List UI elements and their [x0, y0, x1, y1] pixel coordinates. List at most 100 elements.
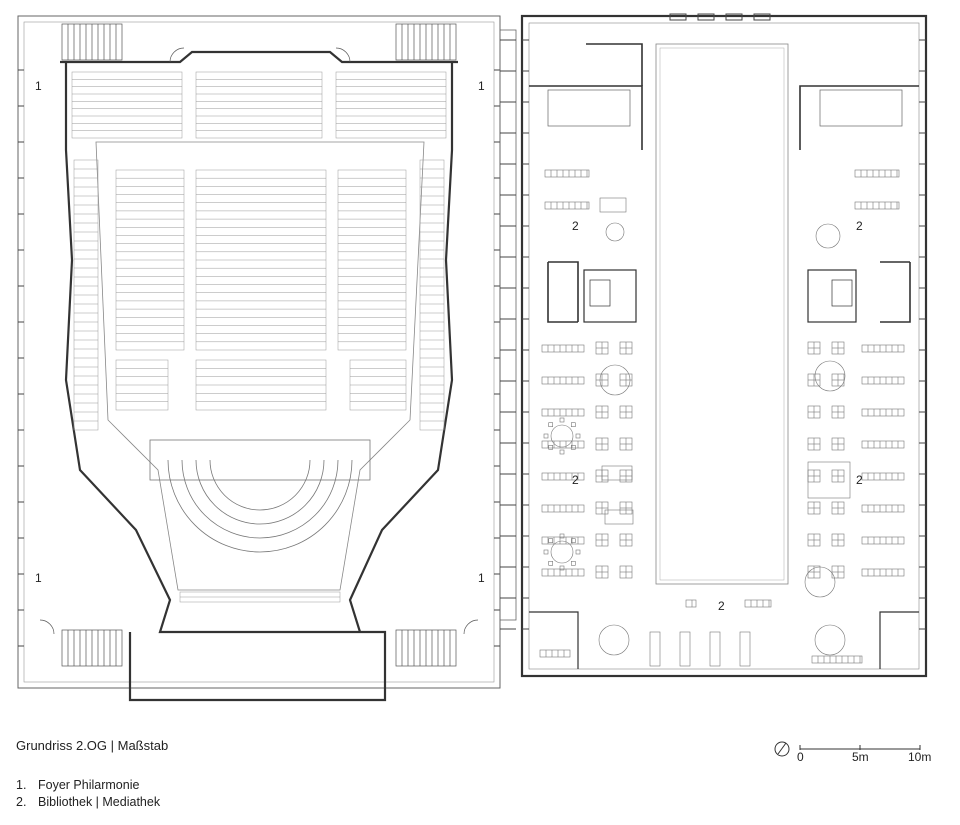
- seat-block: [195, 71, 323, 139]
- chair: [548, 422, 553, 427]
- chair: [571, 561, 576, 566]
- bookshelf: [541, 440, 585, 449]
- round-table: [605, 222, 625, 242]
- round-table: [599, 364, 631, 396]
- library-plan: [500, 13, 928, 678]
- label-library-ne: 2: [856, 219, 863, 233]
- bookshelf: [861, 408, 905, 417]
- bookshelf: [861, 440, 905, 449]
- philharmonie-plan: [17, 15, 501, 702]
- library-furniture: [539, 169, 905, 667]
- reading-desk: [679, 631, 691, 667]
- scale-tick-5m: 5m: [852, 750, 869, 764]
- bookshelf: [685, 599, 697, 608]
- label-foyer-se: 1: [478, 571, 485, 585]
- legend-text: Bibliothek | Mediathek: [38, 795, 161, 809]
- room-labels: 1 1 1 1 2 2 2 2 2: [35, 79, 863, 613]
- library-window-marks: [500, 13, 926, 630]
- bookshelf: [744, 599, 772, 608]
- label-foyer-sw: 1: [35, 571, 42, 585]
- chair: [548, 538, 553, 543]
- cores: [529, 43, 919, 669]
- bookshelf: [541, 472, 585, 481]
- bookshelf: [854, 169, 900, 178]
- label-foyer-ne: 1: [478, 79, 485, 93]
- round-table: [814, 624, 846, 656]
- skylight: [725, 13, 743, 21]
- reading-desk: [739, 631, 751, 667]
- skylight: [697, 13, 715, 21]
- chair: [543, 549, 549, 555]
- skylight: [753, 13, 771, 21]
- round-table: [550, 424, 574, 448]
- seat-block: [335, 71, 447, 139]
- scale-tick-10m: 10m: [908, 750, 932, 764]
- plan-caption: Grundriss 2.OG | Maßstab: [16, 738, 169, 753]
- window-marks: [18, 69, 500, 647]
- scale-tick-0: 0: [797, 750, 804, 764]
- legend: 1. Foyer Philarmonie 2. Bibliothek | Media…: [16, 777, 160, 811]
- chair: [559, 417, 565, 423]
- skylight: [669, 13, 687, 21]
- bookshelf: [544, 201, 590, 210]
- legend-item: 2. Bibliothek | Mediathek: [16, 794, 160, 811]
- connector: [499, 29, 517, 621]
- chair: [548, 561, 553, 566]
- scale-bar: [774, 741, 921, 757]
- round-table: [598, 624, 630, 656]
- philharmonie-outer-wall: [17, 15, 501, 689]
- chair: [571, 422, 576, 427]
- atrium-void: [655, 43, 789, 585]
- seating: [71, 71, 447, 603]
- hall-wall-right: [348, 62, 454, 633]
- label-library-w: 2: [572, 473, 579, 487]
- round-table: [550, 540, 574, 564]
- chair: [575, 549, 581, 555]
- bookshelf: [861, 568, 905, 577]
- seat-block: [71, 71, 183, 139]
- reading-desk: [709, 631, 721, 667]
- label-library-s: 2: [718, 599, 725, 613]
- chair: [548, 445, 553, 450]
- round-table: [815, 223, 841, 249]
- sofa: [601, 465, 633, 481]
- library-outer-wall: [520, 14, 928, 678]
- bookshelf: [861, 376, 905, 385]
- chair: [571, 445, 576, 450]
- chair: [571, 538, 576, 543]
- round-table: [814, 360, 846, 392]
- bookshelf: [541, 536, 585, 545]
- legend-item: 1. Foyer Philarmonie: [16, 777, 160, 794]
- bookshelf: [544, 169, 590, 178]
- reading-desk: [649, 631, 661, 667]
- chair: [559, 533, 565, 539]
- stage-wall: [60, 50, 458, 64]
- legend-num: 1.: [16, 778, 27, 792]
- bookshelf: [854, 201, 900, 210]
- bookshelf: [539, 649, 571, 658]
- bookshelf: [541, 568, 585, 577]
- bookshelf: [541, 408, 585, 417]
- bookshelf: [541, 344, 585, 353]
- bookshelf: [861, 344, 905, 353]
- chair: [543, 433, 549, 439]
- label-library-nw: 2: [572, 219, 579, 233]
- table: [599, 197, 627, 213]
- auditorium-floor: [95, 141, 425, 591]
- legend-num: 2.: [16, 795, 27, 809]
- bookshelf: [861, 472, 905, 481]
- bookshelf: [541, 376, 585, 385]
- floor-plan: 1 1 1 1 2 2 2 2 2: [17, 13, 928, 702]
- chair: [575, 433, 581, 439]
- bookshelf: [811, 655, 863, 664]
- bookshelf: [861, 504, 905, 513]
- bookshelf: [541, 504, 585, 513]
- chair: [559, 565, 565, 571]
- sofa: [604, 509, 634, 525]
- stage-area: [149, 439, 371, 553]
- chair: [559, 449, 565, 455]
- legend-text: Foyer Philarmonie: [38, 778, 140, 792]
- label-foyer-nw: 1: [35, 79, 42, 93]
- lounge-seating: [807, 461, 851, 499]
- hall-wall-left: [64, 62, 387, 702]
